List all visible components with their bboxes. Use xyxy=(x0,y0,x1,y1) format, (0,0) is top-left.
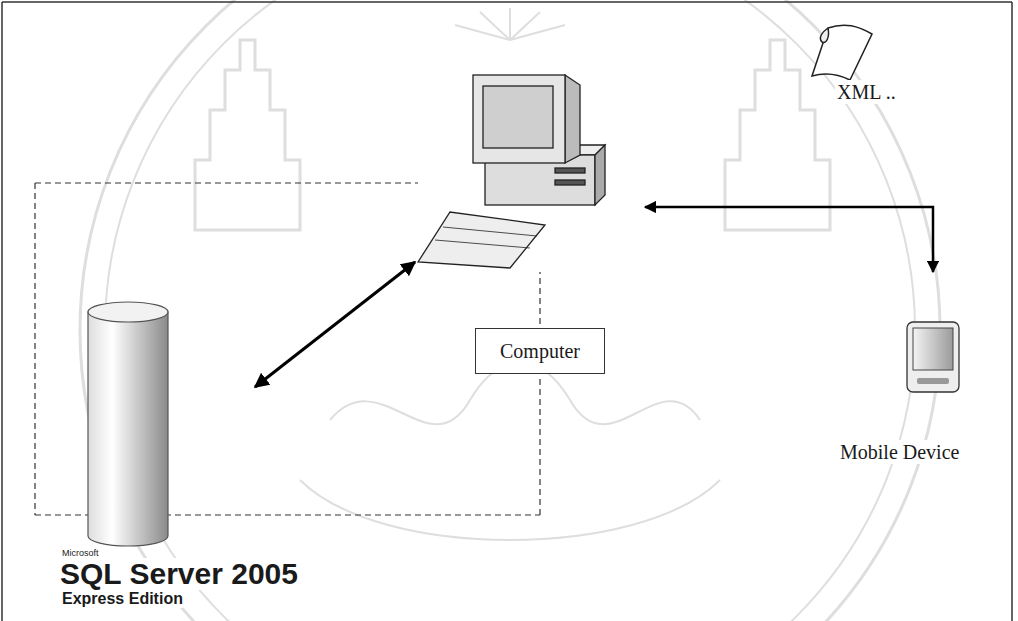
monitor-body xyxy=(473,75,565,163)
seal-ornament xyxy=(300,480,720,540)
keyboard-row xyxy=(443,227,537,236)
cylinder-top xyxy=(88,302,168,322)
xml-document-icon xyxy=(812,25,872,80)
edition-name: Express Edition xyxy=(62,590,183,608)
case-side xyxy=(595,145,605,205)
mobile-icon xyxy=(905,320,965,396)
device-buttons xyxy=(917,378,949,384)
seal-ring xyxy=(80,0,940,621)
monitor-screen xyxy=(483,86,553,148)
computer-icon xyxy=(415,70,640,275)
seal-pagoda xyxy=(195,40,300,230)
monitor-side xyxy=(565,75,580,163)
drive-slot xyxy=(555,168,585,173)
database-icon xyxy=(58,300,358,548)
product-name: SQL Server 2005 xyxy=(60,558,298,590)
connector-arrow xyxy=(255,262,415,387)
vendor-name: Microsoft xyxy=(62,548,99,558)
mobile-node: Mobile Device xyxy=(830,272,990,472)
node-label: Computer xyxy=(475,328,605,374)
watermark-seal xyxy=(80,0,940,621)
device-body xyxy=(907,322,959,392)
edge-label: XML .. xyxy=(835,80,898,104)
database-node: MicrosoftSQL Server 2005Express Edition xyxy=(58,300,358,608)
seal-ring xyxy=(105,0,915,621)
computer-node: Computer xyxy=(415,70,640,380)
keyboard-row xyxy=(435,240,530,248)
connector-arrow xyxy=(645,207,933,272)
node-label: Mobile Device xyxy=(840,440,959,464)
device-screen xyxy=(913,328,953,370)
seal-rays xyxy=(455,8,565,40)
cylinder-body xyxy=(88,312,168,546)
drive-slot xyxy=(555,180,585,185)
keyboard xyxy=(418,212,545,268)
